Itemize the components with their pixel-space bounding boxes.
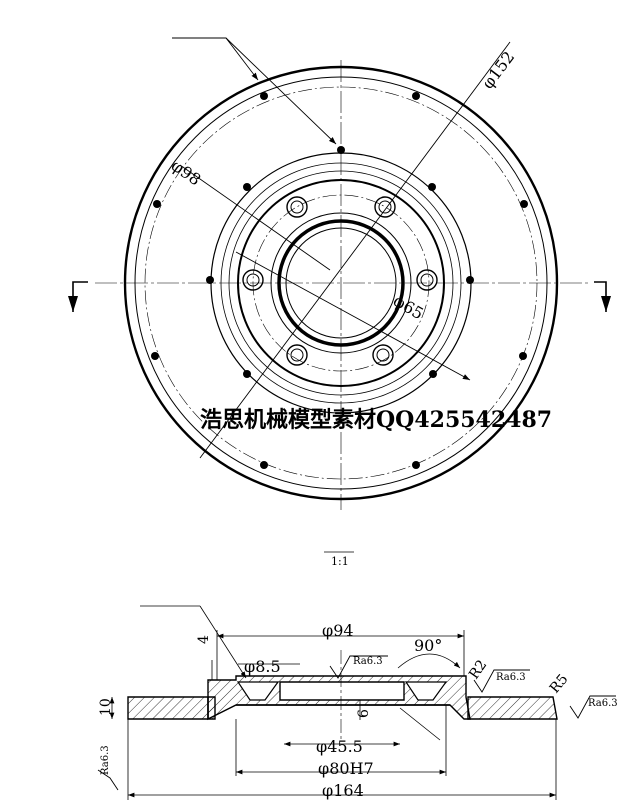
small-holes (151, 92, 528, 469)
dim-d65: φ65 (390, 291, 427, 323)
section-left-flange (127, 696, 216, 720)
roughness-symbols (97, 655, 616, 791)
bolt-hole (286, 196, 308, 218)
roughness-label-d: Ra6.3 (100, 745, 111, 775)
dim-d8-5: φ8.5 (244, 657, 281, 676)
bolt-hole (242, 269, 264, 291)
section-countersink-right (404, 681, 448, 701)
section-dim-lines (109, 605, 557, 800)
dim-thickness-4: 4 (196, 635, 212, 644)
top-view: φ152 φ98 φ65 (68, 37, 611, 510)
dim-d164: φ164 (322, 781, 364, 800)
inner-bolt-holes (242, 196, 438, 366)
section-countersink-left (236, 681, 280, 701)
bolt-hole (374, 196, 396, 218)
dim-d94: φ94 (322, 621, 354, 640)
section-arrow-left (68, 296, 78, 312)
roughness-label-a: Ra6.3 (353, 656, 383, 667)
dim-d80h7: φ80H7 (318, 759, 374, 778)
watermark: 浩思机械模型素材QQ425542487 (200, 407, 552, 433)
leader-lines (172, 37, 511, 459)
bolt-hole (416, 269, 438, 291)
dim-d45-5: φ45.5 (316, 737, 363, 756)
roughness-label-c: Ra6.3 (588, 698, 618, 709)
section-marks (72, 281, 607, 312)
dim-thickness-6: 6 (356, 709, 372, 718)
dim-d98: φ98 (168, 156, 205, 190)
section-arrow-right (601, 296, 611, 312)
section-view: φ94 90° φ8.5 Ra6.3 Ra6.3 Ra6.3 Ra6.3 R2 … (97, 605, 618, 800)
bolt-hole (372, 344, 394, 366)
roughness-label-b: Ra6.3 (496, 672, 526, 683)
dim-r2: R2 (466, 657, 490, 682)
section-bore (279, 681, 405, 701)
dim-thickness-10: 10 (98, 698, 114, 716)
dim-r5: R5 (547, 671, 572, 696)
scale-label: 1:1 (331, 555, 349, 568)
dim-angle: 90° (414, 636, 442, 655)
dim-d152: φ152 (478, 48, 518, 93)
bolt-hole (286, 344, 308, 366)
section-right-flange (467, 696, 558, 720)
